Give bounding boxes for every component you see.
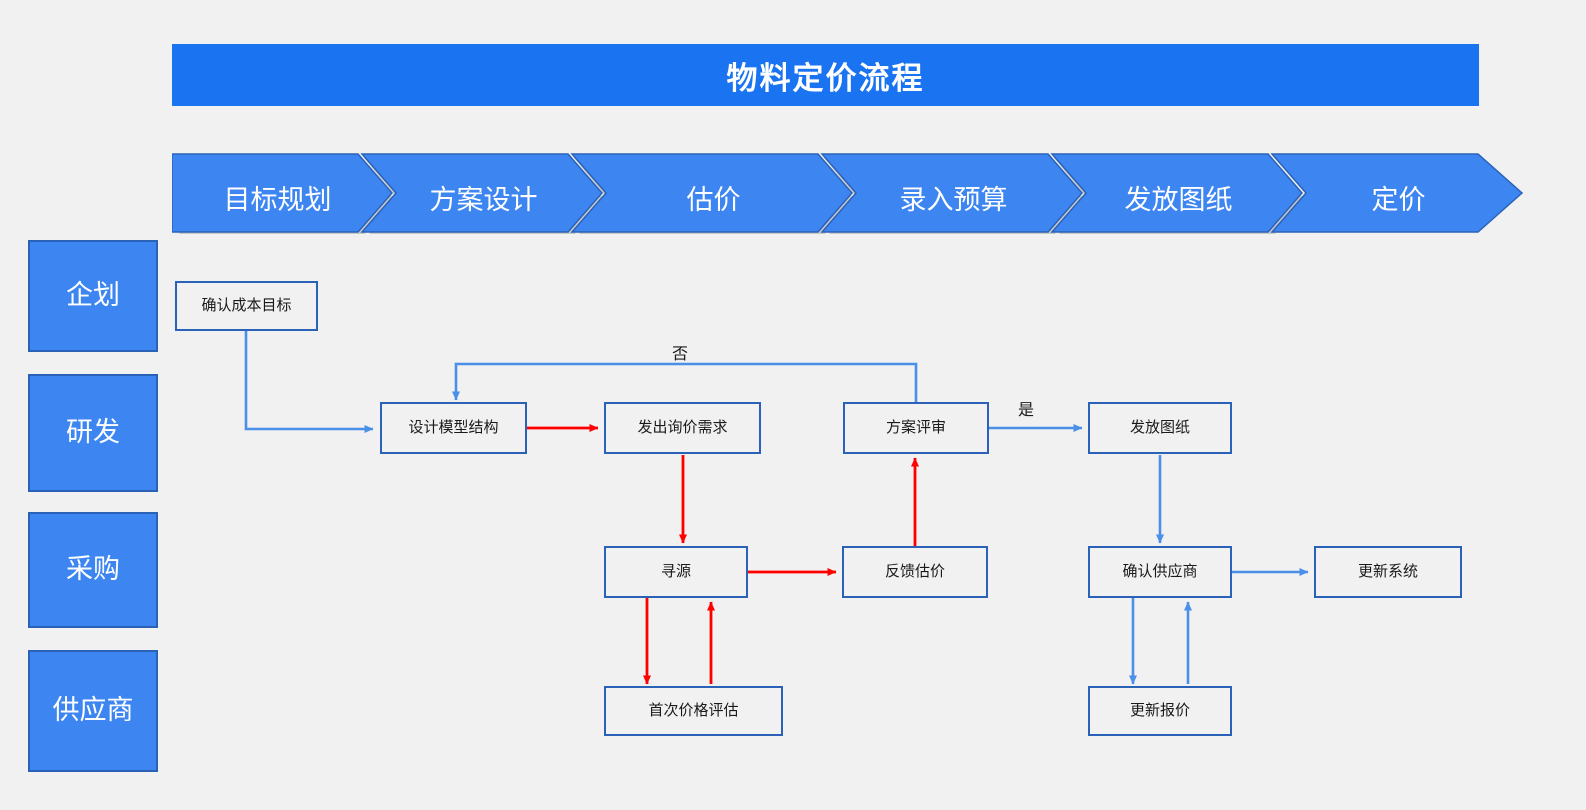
node-release-drawing[interactable]: 发放图纸 [1088, 402, 1232, 454]
edge-label-no: 否 [672, 346, 689, 363]
phase-label-0: 目标规划 [223, 185, 332, 215]
page-title: 物料定价流程 [172, 44, 1479, 106]
phase-label-1: 方案设计 [429, 185, 538, 215]
node-cost-target[interactable]: 确认成本目标 [175, 281, 318, 331]
phase-label-2: 估价 [686, 185, 741, 215]
node-update-system[interactable]: 更新系统 [1314, 546, 1462, 598]
node-update-quote[interactable]: 更新报价 [1088, 686, 1232, 736]
node-confirm-supplier[interactable]: 确认供应商 [1088, 546, 1232, 598]
node-feedback-quote[interactable]: 反馈估价 [842, 546, 988, 598]
node-issue-inquiry[interactable]: 发出询价需求 [604, 402, 761, 454]
phase-label-5: 定价 [1371, 185, 1426, 215]
swimlane-label-planning: 企划 [28, 240, 158, 352]
phase-label-3: 录入预算 [899, 185, 1008, 215]
node-first-price[interactable]: 首次价格评估 [604, 686, 783, 736]
node-scheme-review[interactable]: 方案评审 [843, 402, 989, 454]
edge-scheme-review-no-loop [452, 362, 918, 402]
phase-chevron-shapes [172, 153, 1524, 234]
phase-label-4: 发放图纸 [1124, 185, 1233, 215]
edge-cost-target-to-design-model [244, 331, 374, 433]
swimlane-label-supplier: 供应商 [28, 650, 158, 772]
node-design-model[interactable]: 设计模型结构 [380, 402, 527, 454]
edge-label-yes: 是 [1018, 402, 1035, 419]
swimlane-label-purchase: 采购 [28, 512, 158, 628]
swimlane-label-rnd: 研发 [28, 374, 158, 492]
node-sourcing[interactable]: 寻源 [604, 546, 748, 598]
phase-banner: 目标规划 方案设计 估价 录入预算 发放图纸 定价 [172, 152, 1524, 234]
